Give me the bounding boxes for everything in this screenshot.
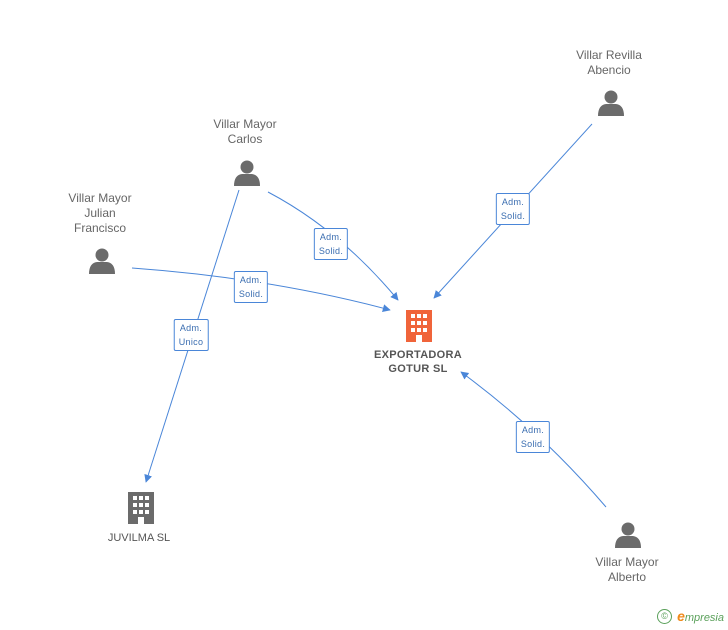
node-name-line: Villar Mayor (595, 555, 659, 569)
edge-label-carlos-juvilma: Adm. Unico (173, 319, 209, 351)
node-name-line: Abencio (587, 63, 631, 77)
building-icon (406, 310, 432, 342)
node-name-line: GOTUR SL (388, 363, 448, 375)
node-name-line: EXPORTADORA (373, 349, 463, 361)
edge-role-line: Adm. (521, 425, 545, 435)
edge-label-revilla-exportadora: Adm. Solid. (495, 193, 531, 225)
node-name-line: Francisco (73, 221, 127, 235)
edge-role-line: Solid. (318, 246, 344, 256)
brand-footer: © empresia (657, 608, 724, 624)
node-villar-mayor-julian[interactable]: Villar Mayor Julian Francisco (68, 191, 131, 236)
edge-label-carlos-exportadora: Adm. Solid. (313, 228, 349, 260)
node-name-line: JUVILMA SL (107, 532, 171, 544)
edge-role-line: Adm. (179, 323, 203, 333)
node-name-line: Carlos (227, 132, 263, 146)
node-name-line: Villar Mayor (213, 117, 277, 131)
node-name-line: Alberto (607, 570, 647, 584)
edge-role-line: Solid. (520, 439, 546, 449)
person-icon (598, 90, 624, 116)
edge-role-line: Adm. (319, 232, 343, 242)
person-icon (89, 248, 115, 274)
edge-role-line: Adm. (239, 275, 263, 285)
person-icon (234, 160, 260, 186)
brand-logo-e: e (677, 608, 685, 624)
node-name-line: Villar Revilla (576, 48, 642, 62)
node-juvilma[interactable]: JUVILMA SL (108, 531, 170, 546)
node-villar-revilla[interactable]: Villar Revilla Abencio (576, 48, 642, 78)
node-name-line: Julian (84, 206, 116, 220)
copyright-icon: © (657, 608, 673, 624)
edge-label-julian-exportadora: Adm. Solid. (233, 271, 269, 303)
edge-role-line: Unico (178, 337, 204, 347)
node-villar-mayor-carlos[interactable]: Villar Mayor Carlos (213, 117, 276, 147)
person-icon (615, 522, 641, 548)
edge-role-line: Solid. (238, 289, 264, 299)
node-villar-mayor-alberto[interactable]: Villar Mayor Alberto (595, 555, 658, 585)
edge-role-line: Solid. (500, 211, 526, 221)
node-name-line: Villar Mayor (68, 191, 132, 205)
edge-label-alberto-exportadora: Adm. Solid. (515, 421, 551, 453)
building-icon (128, 492, 154, 524)
brand-logo-text: mpresia (684, 612, 724, 624)
edge-role-line: Adm. (501, 197, 525, 207)
brand-logo[interactable]: empresia (677, 608, 724, 624)
node-exportadora-gotur[interactable]: EXPORTADORA GOTUR SL (374, 348, 462, 376)
